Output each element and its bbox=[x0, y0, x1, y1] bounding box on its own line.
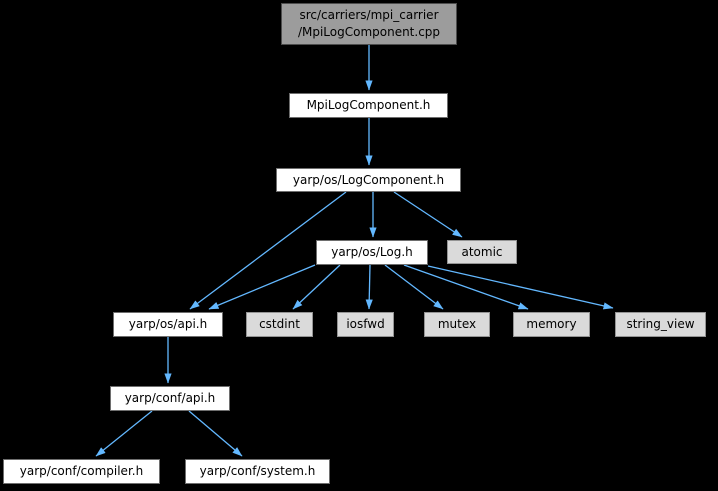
edge-log-h-to-string-view bbox=[427, 265, 614, 310]
node-mpilogcomponent-cpp: src/carriers/mpi_carrier /MpiLogComponen… bbox=[281, 3, 457, 45]
node-conf-api-h[interactable]: yarp/conf/api.h bbox=[110, 386, 230, 411]
node-memory: memory bbox=[513, 312, 590, 337]
node-os-api-h[interactable]: yarp/os/api.h bbox=[113, 312, 223, 337]
edge-conf-api-h-to-conf-compiler-h bbox=[95, 410, 153, 457]
node-conf-system-h[interactable]: yarp/conf/system.h bbox=[185, 459, 330, 484]
edge-log-h-to-mutex bbox=[384, 264, 444, 310]
node-log-h[interactable]: yarp/os/Log.h bbox=[316, 240, 428, 265]
node-atomic: atomic bbox=[447, 240, 517, 264]
node-logcomponent-h[interactable]: yarp/os/LogComponent.h bbox=[276, 168, 461, 192]
edge-log-h-to-memory bbox=[403, 264, 529, 310]
edge-logcomponent-h-to-os-api-h bbox=[189, 191, 347, 310]
edge-logcomponent-h-to-atomic bbox=[393, 191, 463, 238]
node-mutex: mutex bbox=[424, 312, 490, 337]
edge-log-h-to-cstdint bbox=[292, 264, 341, 310]
edge-log-h-to-iosfwd bbox=[365, 264, 373, 310]
node-cstdint: cstdint bbox=[246, 312, 313, 337]
node-iosfwd: iosfwd bbox=[337, 312, 394, 337]
node-conf-compiler-h[interactable]: yarp/conf/compiler.h bbox=[3, 459, 160, 484]
node-mpilogcomponent-h[interactable]: MpiLogComponent.h bbox=[289, 93, 448, 118]
edge-log-h-to-os-api-h bbox=[208, 264, 316, 310]
edge-conf-api-h-to-conf-system-h bbox=[188, 410, 243, 457]
node-string-view: string_view bbox=[615, 312, 706, 337]
